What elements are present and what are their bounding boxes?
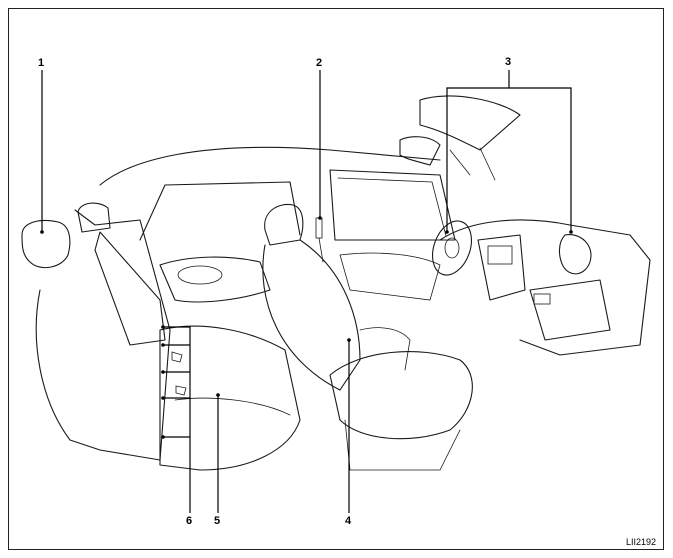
leader-6d-dot <box>161 396 165 400</box>
leader-6c-dot <box>161 370 165 374</box>
leader-6 <box>163 326 191 513</box>
callout-3: 3 <box>505 56 512 68</box>
sun-visor <box>419 95 521 151</box>
left-dashboard <box>159 256 271 303</box>
leader-3 <box>446 87 572 232</box>
dashboard-right <box>439 219 651 356</box>
windshield-frame <box>329 169 456 241</box>
anchor-lower <box>175 385 187 396</box>
glovebox <box>529 279 611 341</box>
seat-back-panel <box>94 231 166 346</box>
leader-5-dot <box>216 393 220 397</box>
callout-1: 1 <box>38 57 45 69</box>
figure-code: LII2192 <box>626 537 657 547</box>
leader-6a-dot <box>161 325 165 329</box>
front-seat-base <box>344 419 461 471</box>
leader-4-dot <box>347 338 351 342</box>
roof-outline <box>99 146 441 186</box>
leader-6e-dot <box>161 435 165 439</box>
seat-belt <box>318 237 324 263</box>
rearview-mirror <box>399 136 441 166</box>
steering-hub <box>444 237 460 259</box>
leader-3a-dot <box>445 230 449 234</box>
steering-wheel <box>432 220 472 276</box>
leader-1-dot <box>40 230 44 234</box>
callout-5: 5 <box>214 515 221 527</box>
glovebox-handle <box>533 293 551 305</box>
center-display <box>487 245 513 265</box>
callout-2: 2 <box>316 57 323 69</box>
center-stack <box>477 234 526 301</box>
second-headrest <box>77 202 111 233</box>
rear-headrest <box>21 219 71 269</box>
figure-frame <box>8 8 664 550</box>
cushion-seam <box>174 397 291 416</box>
anchor-upper <box>171 351 183 363</box>
callout-4: 4 <box>345 515 352 527</box>
seat-belt-anchor <box>315 217 323 239</box>
cabin-top-outline <box>139 181 301 241</box>
left-vent <box>177 265 223 285</box>
leader-6b-dot <box>161 343 165 347</box>
door-panel-trim <box>339 252 441 301</box>
rear-seat-cushion <box>159 325 301 471</box>
front-headrest <box>264 203 304 246</box>
callout-6: 6 <box>186 515 193 527</box>
visor-arm <box>449 147 496 181</box>
windshield-inner <box>337 177 447 237</box>
center-console <box>359 327 411 371</box>
leader-2-dot <box>318 216 322 220</box>
rear-seat-back <box>35 209 171 461</box>
front-seat-cushion <box>329 351 473 440</box>
front-seat-back <box>262 239 361 391</box>
right-vent <box>558 234 592 275</box>
leader-3b-dot <box>569 230 573 234</box>
